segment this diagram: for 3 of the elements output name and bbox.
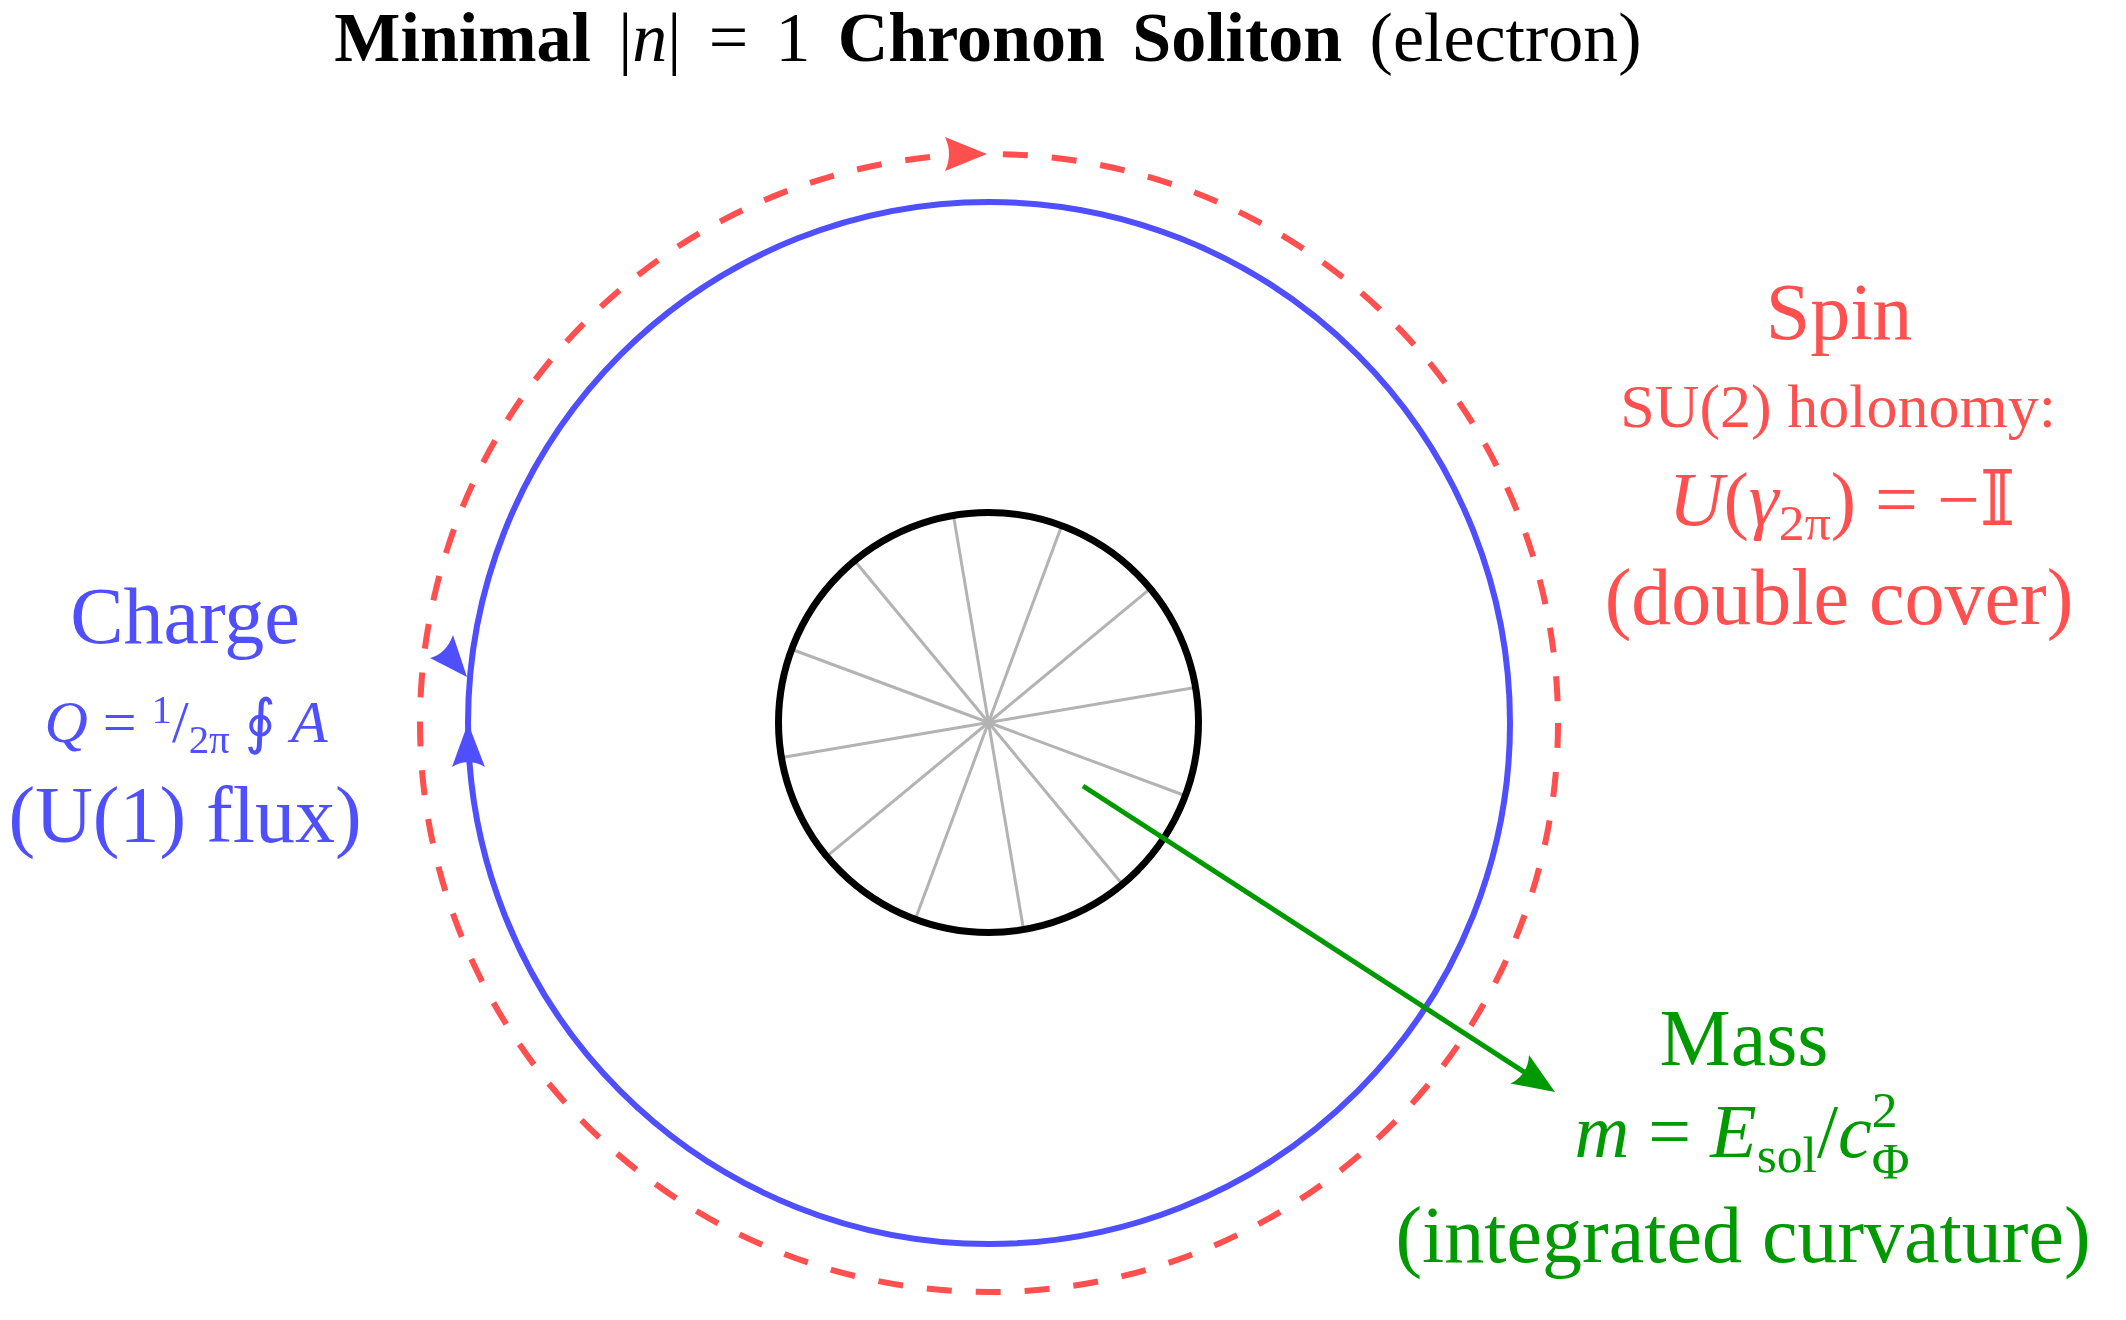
spoked-core-circle	[773, 507, 1203, 937]
diagram-title: Minimal |n| = 1 Chronon Soliton (electron)	[334, 3, 1642, 74]
mass-heading: Mass	[1659, 997, 1829, 1078]
